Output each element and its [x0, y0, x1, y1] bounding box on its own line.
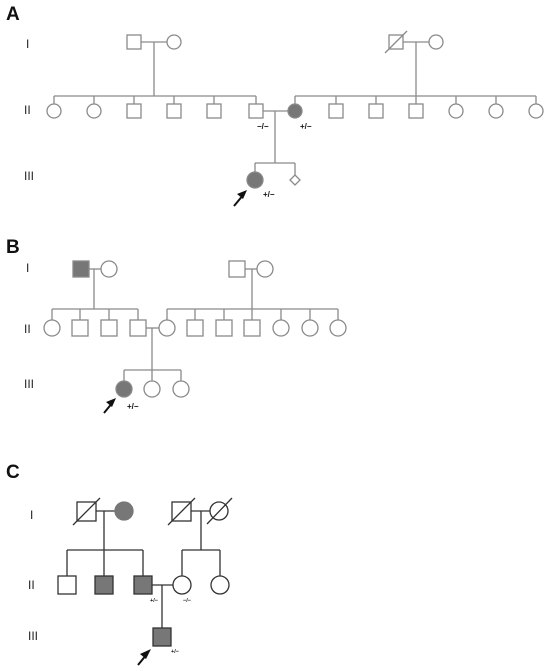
a-ii-3-male: [126, 103, 142, 119]
panel-b: B I II III: [6, 237, 347, 414]
a-ii-6-male-father: [248, 103, 264, 119]
a-iii-2-unknown-sex: [289, 174, 301, 186]
panel-c-gen-2: II: [28, 578, 35, 592]
b-ii-2-male: [71, 319, 89, 337]
panel-c: C I II III +/− −/−: [6, 462, 233, 666]
a-ii-9-male: [368, 103, 384, 119]
b-ii-6-male: [186, 319, 204, 337]
c-ii-1-male: [57, 575, 77, 595]
a-i-2-female: [166, 34, 182, 50]
a-ii-13-female: [528, 103, 544, 119]
c-ii-3-male-affected-father: [133, 575, 153, 595]
c-iii-proband-genotype: +/−: [171, 649, 179, 655]
c-i-4-deceased-slash: [206, 497, 233, 525]
b-ii-11-female: [329, 319, 347, 337]
b-iii-1-proband-affected: [115, 380, 133, 398]
panel-a-gen-3: III: [24, 169, 34, 183]
b-i-1-male-affected: [72, 260, 90, 278]
c-i-1-deceased-slash: [72, 497, 101, 526]
c-ii-mother-genotype: −/−: [183, 598, 191, 604]
b-iii-proband-genotype: +/−: [127, 402, 139, 411]
b-ii-5-female-mother: [158, 319, 176, 337]
a-ii-2-female: [86, 103, 102, 119]
panel-c-letter: C: [6, 462, 20, 483]
panel-b-gen-2: II: [24, 322, 31, 336]
c-ii-4-female-mother: [172, 575, 192, 595]
b-iii-3-female: [172, 380, 190, 398]
b-ii-8-male: [243, 319, 261, 337]
panel-a-gen-2: II: [24, 103, 31, 117]
c-ii-2-male-affected: [94, 575, 114, 595]
a-ii-8-male: [328, 103, 344, 119]
a-ii-7-female-affected: [287, 103, 303, 119]
c-iii-1-male-proband-affected: [152, 627, 172, 647]
a-ii-10-male: [408, 103, 424, 119]
b-ii-3-male: [100, 319, 118, 337]
a-ii-12-female: [488, 103, 504, 119]
a-iii-proband-genotype: +/−: [263, 190, 275, 199]
a-ii-11-female: [448, 103, 464, 119]
b-i-3-male: [228, 260, 246, 278]
b-i-2-female: [100, 260, 118, 278]
panel-b-gen-3: III: [24, 377, 34, 391]
c-ii-5-female: [210, 575, 230, 595]
panel-c-gen-3: III: [28, 629, 38, 643]
a-iii-1-proband-affected: [246, 171, 264, 189]
panel-a: A I II III: [6, 4, 544, 207]
panel-b-letter: B: [6, 237, 20, 258]
a-i-3-deceased-slash: [384, 30, 408, 54]
a-ii-1-female: [46, 103, 62, 119]
panel-b-gen-1: I: [26, 261, 29, 275]
b-ii-9-female: [272, 319, 290, 337]
b-proband-arrow: [103, 398, 116, 414]
b-ii-7-male: [215, 319, 233, 337]
b-i-4-female: [256, 260, 274, 278]
b-ii-4-male-father: [129, 319, 147, 337]
a-i-4-female: [428, 34, 444, 50]
panel-c-gen-1: I: [30, 508, 33, 522]
a-ii-mother-genotype: +/−: [300, 122, 312, 131]
c-i-2-female-affected: [114, 501, 134, 521]
b-ii-1-female: [43, 319, 61, 337]
b-ii-10-female: [301, 319, 319, 337]
a-ii-4-male: [166, 103, 182, 119]
c-i-3-deceased-slash: [167, 497, 196, 526]
a-ii-5-male: [206, 103, 222, 119]
c-ii-father-genotype: +/−: [150, 598, 158, 604]
a-i-1-male: [126, 34, 142, 50]
panel-a-letter: A: [6, 4, 20, 25]
c-proband-arrow: [137, 649, 151, 666]
panel-a-gen-1: I: [26, 37, 29, 51]
a-proband-arrow: [233, 190, 247, 207]
a-ii-father-genotype: −/−: [257, 122, 269, 131]
b-iii-2-female: [143, 380, 161, 398]
